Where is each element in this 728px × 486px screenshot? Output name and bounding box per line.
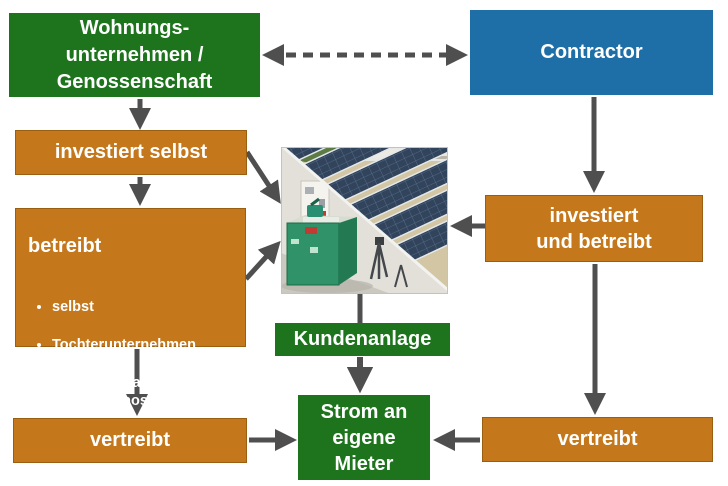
node-vertreibt-rechts-label: vertreibt	[557, 428, 638, 450]
node-contractor-label: Contractor	[540, 41, 643, 63]
node-wohnungsunternehmen-label: Wohnungs- unternehmen / Genossenschaft	[56, 16, 213, 93]
betreibt-bullet-selbst: selbst	[52, 298, 239, 317]
node-investiert-und-betreibt: investiert und betreibt	[485, 195, 703, 262]
betreibt-bullet-tochterunternehmen: Tochterunternehmen	[52, 336, 239, 355]
node-vertreibt-links: vertreibt	[13, 418, 247, 463]
node-kundenanlage: Kundenanlage	[275, 323, 450, 356]
node-vertreibt-links-label: vertreibt	[89, 429, 171, 451]
node-wohnungsunternehmen: Wohnungs- unternehmen / Genossenschaft	[9, 13, 260, 97]
arrow-betreibt-photo	[244, 240, 281, 281]
node-contractor: Contractor	[470, 10, 713, 95]
node-investiert-selbst: investiert selbst	[15, 130, 247, 175]
node-betreibt: betreibt selbst Tochterunternehmen EVU /…	[15, 208, 246, 428]
chp-and-solar-photo-svg	[281, 145, 449, 294]
node-strom-an-mieter: Strom an eigene Mieter	[298, 395, 430, 480]
arrow-investiert-selbst-photo	[244, 150, 281, 204]
node-strom-an-mieter-label: Strom an eigene Mieter	[320, 400, 408, 475]
node-vertreibt-rechts: vertreibt	[482, 417, 713, 462]
node-investiert-und-betreibt-label: investiert und betreibt	[536, 204, 652, 253]
node-investiert-selbst-label: investiert selbst	[54, 141, 208, 163]
node-kundenanlage-label: Kundenanlage	[293, 328, 432, 350]
betreibt-title: betreibt	[28, 235, 102, 257]
chp-and-solar-photo	[281, 145, 449, 294]
